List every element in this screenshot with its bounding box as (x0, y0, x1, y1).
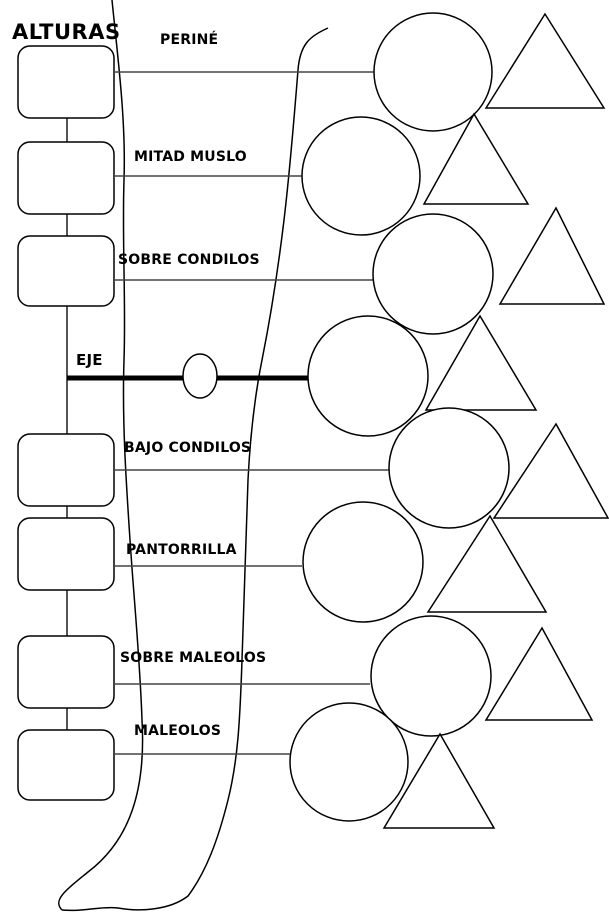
circumference-circle[interactable] (307, 315, 429, 437)
measure-triangle[interactable] (382, 732, 496, 829)
diagram-title: ALTURAS (12, 20, 121, 44)
level-label-sobre-condilos: SOBRE CONDILOS (118, 252, 260, 268)
level-label-sobre-maleolos: SOBRE MALEOLOS (120, 650, 267, 666)
circumference-circle[interactable] (373, 12, 493, 132)
measure-triangle[interactable] (422, 112, 530, 205)
height-box[interactable] (17, 433, 115, 507)
circumference-circle[interactable] (289, 702, 409, 822)
height-box[interactable] (17, 729, 115, 801)
circumference-circle[interactable] (301, 116, 421, 236)
height-box[interactable] (17, 141, 115, 215)
circumference-circle[interactable] (302, 501, 424, 623)
height-box[interactable] (17, 635, 115, 709)
height-box[interactable] (17, 235, 115, 307)
measure-triangle[interactable] (424, 314, 538, 411)
axis-row-eje (67, 314, 538, 437)
level-row-sobre-condilos (17, 206, 606, 335)
circumference-circle[interactable] (372, 213, 494, 335)
axis-ellipse[interactable] (182, 353, 218, 399)
measure-triangle[interactable] (498, 206, 606, 305)
measure-triangle[interactable] (492, 422, 609, 519)
level-row-pantorrilla (17, 501, 548, 623)
level-row-perine (17, 12, 606, 132)
level-row-bajo-condilos (17, 407, 609, 529)
circumference-circle[interactable] (388, 407, 510, 529)
level-row-mitad-muslo (17, 112, 530, 236)
leg-outline-right (61, 27, 329, 912)
level-label-bajo-condilos: BAJO CONDILOS (124, 440, 252, 456)
circumference-circle[interactable] (370, 615, 492, 737)
level-label-perine: PERINÉ (160, 32, 219, 48)
axis-label: EJE (76, 351, 103, 369)
level-label-maleolos: MALEOLOS (134, 723, 222, 739)
height-box[interactable] (17, 517, 115, 591)
measure-triangle[interactable] (484, 626, 594, 721)
height-box[interactable] (17, 45, 115, 119)
level-row-sobre-maleolos (17, 615, 594, 737)
leg-outline-left (58, 0, 144, 911)
level-label-pantorrilla: PANTORRILLA (126, 542, 237, 558)
measure-triangle[interactable] (484, 12, 606, 109)
level-row-maleolos (17, 702, 496, 829)
measure-triangle[interactable] (426, 514, 548, 613)
level-label-mitad-muslo: MITAD MUSLO (134, 149, 247, 165)
